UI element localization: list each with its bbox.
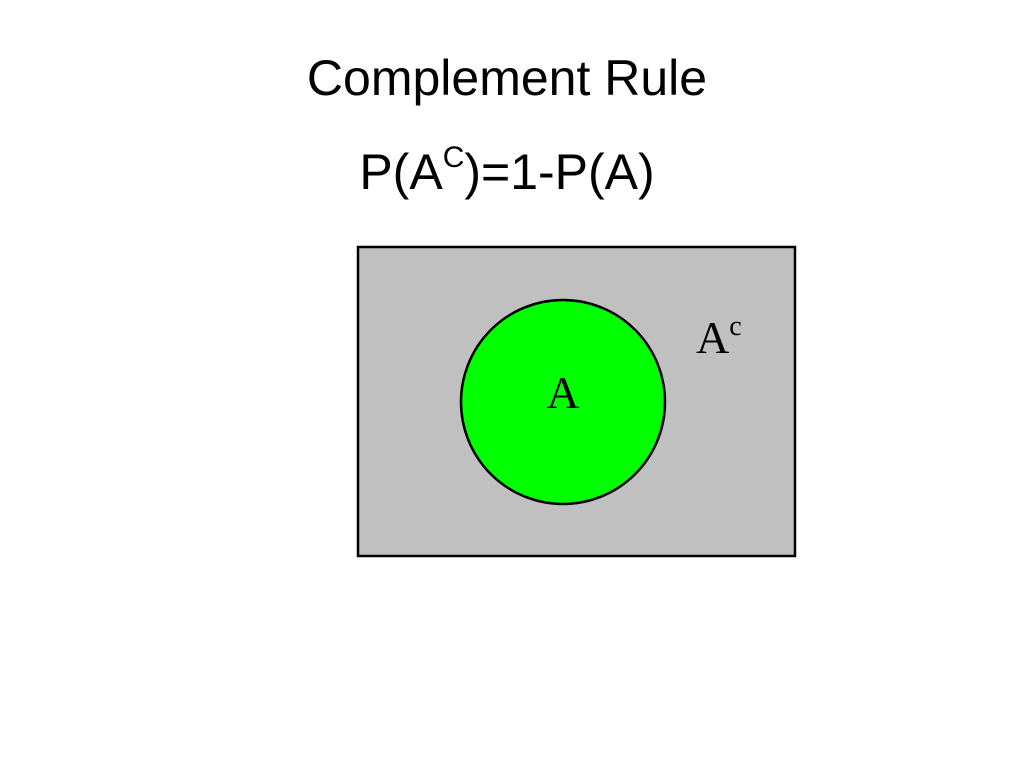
complement-label-base: A: [696, 312, 729, 363]
formula-prefix: P(A: [359, 144, 443, 200]
slide-title: Complement Rule: [306, 50, 708, 106]
complement-label: Ac: [696, 311, 742, 363]
complement-label-superscript: c: [729, 311, 741, 342]
venn-diagram: A Ac: [356, 245, 797, 558]
complement-formula: P(AC)=1-P(A): [0, 140, 1014, 204]
set-a-circle: [459, 298, 667, 506]
formula-superscript: C: [442, 141, 465, 174]
set-a-label: A: [546, 367, 579, 418]
formula-suffix: )=1-P(A): [464, 144, 655, 200]
